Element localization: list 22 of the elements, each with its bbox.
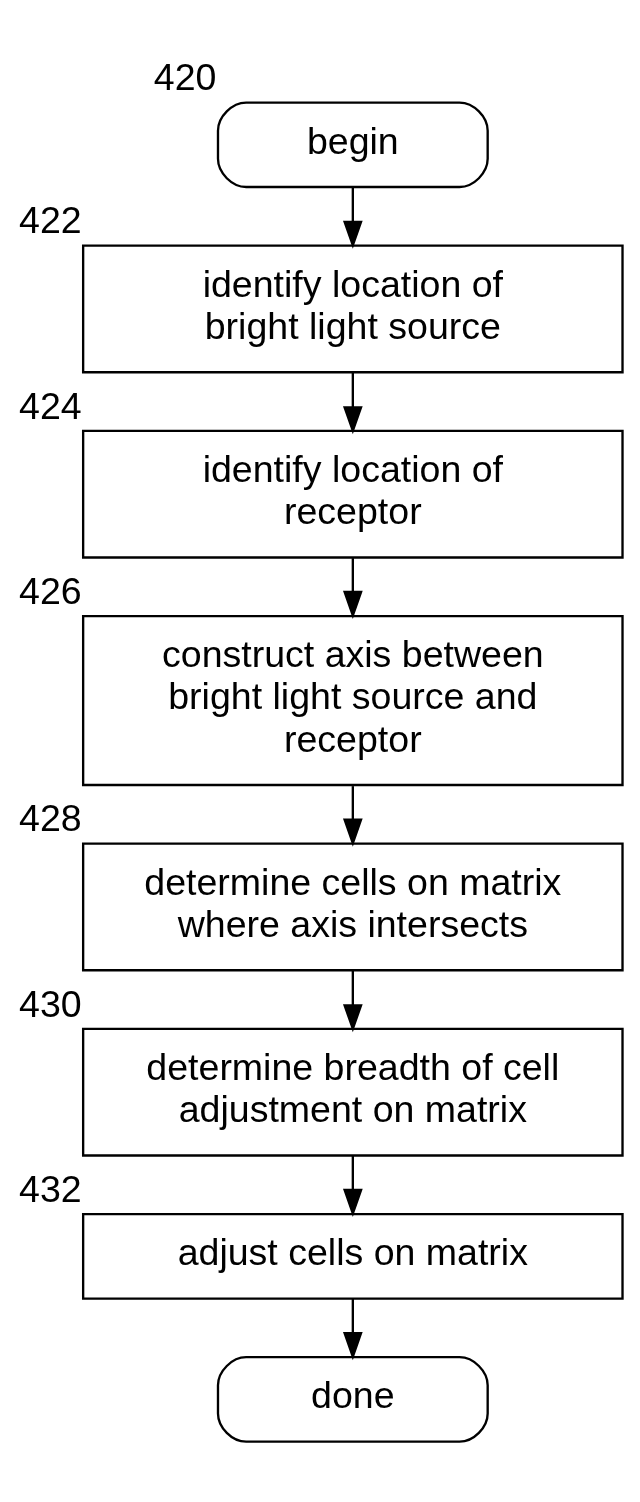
arrow — [342, 786, 363, 847]
node-box: begin — [216, 101, 489, 189]
arrow — [342, 1298, 363, 1361]
node-box: adjust cells on matrix — [81, 1212, 624, 1300]
node-label: 424 — [19, 384, 82, 427]
node-box: construct axis between bright light source and receptor — [81, 615, 624, 787]
node-label: 422 — [19, 199, 82, 242]
node-label: 432 — [19, 1167, 82, 1210]
arrow — [342, 372, 363, 435]
node-label: 428 — [19, 797, 82, 840]
node-label: 430 — [19, 982, 82, 1025]
node-label: 426 — [19, 569, 82, 612]
arrow — [342, 558, 363, 619]
arrow — [342, 1155, 363, 1217]
node-box: identify location of receptor — [81, 429, 624, 559]
node-box: identify location of bright light source — [81, 244, 624, 374]
arrow — [342, 187, 363, 249]
node-box: determine breadth of cell adjustment on matrix — [81, 1027, 624, 1157]
node-box: determine cells on matrix where axis intersects — [81, 842, 624, 972]
arrow — [342, 970, 363, 1033]
node-label: 420 — [153, 56, 217, 99]
node-box: done — [216, 1356, 489, 1443]
